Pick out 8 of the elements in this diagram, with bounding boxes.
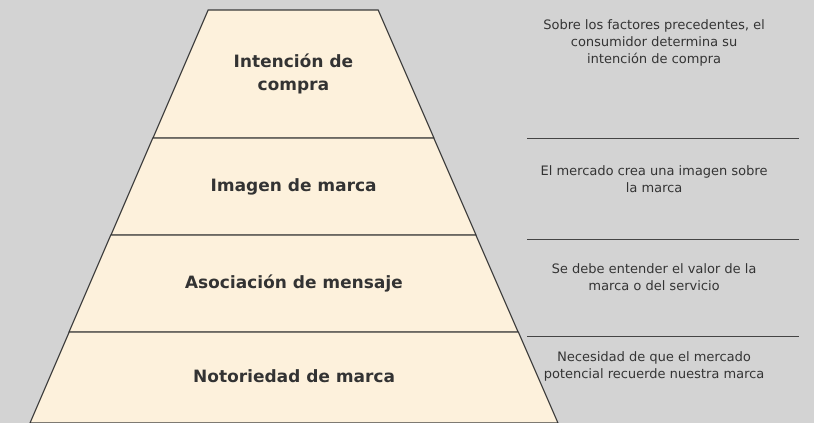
level-title: Asociación de mensaje [184,272,403,295]
level-title: Intención de compra [232,51,354,97]
level-description: El mercado crea una imagen sobre la marca [540,164,768,198]
level-title: Imagen de marca [210,175,377,198]
level-description: Se debe entender el valor de la marca o del servicio [550,262,758,296]
level-title: Notoriedad de marca [193,366,395,389]
level-description: Sobre los factores precedentes, el consumidor determina su intención de compra [542,18,766,69]
level-description: Necesidad de que el mercado potencial recuerde nuestra marca [542,350,766,384]
